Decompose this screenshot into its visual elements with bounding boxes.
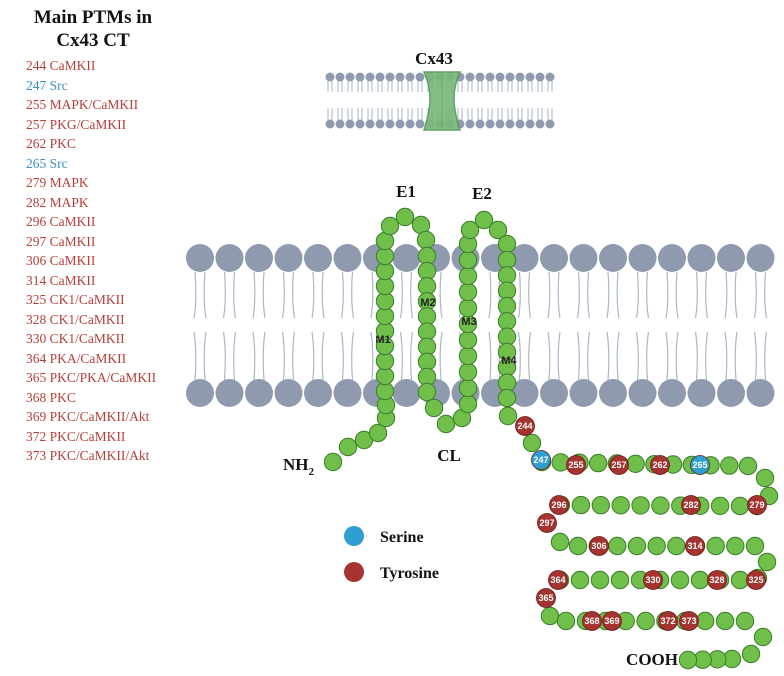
ptm-list-item: 314 CaMKII xyxy=(26,272,96,288)
ptm-residue-number: 279 xyxy=(749,500,764,510)
ptm-residue-marker xyxy=(679,611,699,631)
cx43-residue-chain: 244 247 255 257 262 265 279 296 297 282 306 314 325 3… xyxy=(323,207,779,670)
ptm-residue-marker xyxy=(531,450,551,470)
lipid-bilayer xyxy=(186,244,775,407)
ptm-residue-number: 314 xyxy=(687,541,702,551)
ptm-residue-number: 282 xyxy=(683,500,698,510)
ptm-residue-marker xyxy=(515,416,535,436)
ptm-residue-number: 262 xyxy=(652,460,667,470)
cooh-terminus-label: COOH xyxy=(626,650,678,669)
ptm-residue-marker xyxy=(566,455,586,475)
e1-loop-label: E1 xyxy=(396,182,416,201)
legend-tyrosine-label: Tyrosine xyxy=(380,565,439,582)
ptm-list-item: 373 PKC/CaMKII/Akt xyxy=(26,448,150,463)
ptm-list-item: 247 Src xyxy=(26,77,68,93)
ptm-residue-number: 296 xyxy=(551,500,566,510)
ptm-list-item: 279 MAPK xyxy=(26,175,89,190)
legend-serine-swatch xyxy=(344,526,364,546)
ptm-residue-marker xyxy=(609,455,629,475)
ptm-residue-marker xyxy=(690,455,710,475)
ptm-list-item: 369 PKC/CaMKII/Akt xyxy=(26,409,150,424)
e2-loop-label: E2 xyxy=(472,184,492,203)
ptm-residue-marker xyxy=(747,495,767,515)
nh2-terminus-label: NH2 xyxy=(283,455,315,478)
ptm-residue-marker xyxy=(589,536,609,556)
ptm-residue-number: 306 xyxy=(591,541,606,551)
ptm-residue-number: 369 xyxy=(604,616,619,626)
ptm-residue-marker xyxy=(685,536,705,556)
ptm-residue-marker xyxy=(548,570,568,590)
ptm-list-item: 364 PKA/CaMKII xyxy=(26,350,127,366)
ptm-residue-marker xyxy=(582,611,602,631)
ptm-residue-number: 255 xyxy=(568,460,583,470)
ptm-list: 244 CaMKII 247 Src 255 MAPK/CaMKII 257 PKG/… xyxy=(26,56,156,466)
ptm-list-item: 282 MAPK xyxy=(26,194,89,210)
title-line-2: Cx43 CT xyxy=(56,30,130,51)
legend-tyrosine-swatch xyxy=(344,562,364,582)
ptm-residue-number: 364 xyxy=(550,575,565,585)
ptm-list-item: 257 PKG/CaMKII xyxy=(26,116,127,132)
ptm-residue-number: 372 xyxy=(660,616,675,626)
ptm-residue-number: 373 xyxy=(681,616,696,626)
ptm-residue-marker xyxy=(658,611,678,631)
ptm-list-item: 325 CK1/CaMKII xyxy=(26,292,125,307)
ptm-list-item: 262 PKC xyxy=(26,136,76,151)
ptm-residue-number: 325 xyxy=(748,575,763,585)
ptm-residue-number: 244 xyxy=(517,421,532,431)
ptm-list-item: 365 PKC/PKA/CaMKII xyxy=(26,370,157,385)
connexon-channel-icon xyxy=(422,71,462,131)
ptm-list-item: 244 CaMKII xyxy=(26,58,96,73)
ptm-list-item: 328 CK1/CaMKII xyxy=(26,311,125,327)
ptm-list-item: 265 Src xyxy=(26,155,68,171)
ptm-residue-number: 365 xyxy=(538,593,553,603)
ptm-residue-marker xyxy=(602,611,622,631)
ptm-residue-number: 297 xyxy=(539,518,554,528)
ptm-list-item: 372 PKC/CaMKII xyxy=(26,428,126,444)
legend: Serine Tyrosine xyxy=(344,526,439,582)
ptm-residue-number: 257 xyxy=(611,460,626,470)
ptm-list-item: 297 CaMKII xyxy=(26,233,96,249)
legend-serine-label: Serine xyxy=(380,529,424,546)
ptm-residue-number: 247 xyxy=(533,455,548,465)
ptm-residue-marker xyxy=(707,570,727,590)
ptm-residue-marker xyxy=(537,513,557,533)
m3-segment-label: M3 xyxy=(461,316,476,328)
ptm-list-item: 296 CaMKII xyxy=(26,214,96,229)
ptm-list-item: 330 CK1/CaMKII xyxy=(26,331,125,346)
ptm-residue-number: 368 xyxy=(584,616,599,626)
m1-segment-label: M1 xyxy=(375,334,390,346)
ptm-residue-number: 265 xyxy=(692,460,707,470)
ptm-residue-marker xyxy=(650,455,670,475)
ptm-residue-marker xyxy=(549,495,569,515)
ptm-residue-marker xyxy=(536,588,556,608)
title-line-1: Main PTMs in xyxy=(33,7,153,28)
ptm-list-item: 306 CaMKII xyxy=(26,253,96,268)
ptm-residue-marker xyxy=(643,570,663,590)
m2-segment-label: M2 xyxy=(420,297,435,309)
ptm-residue-marker xyxy=(681,495,701,515)
cx43-label: Cx43 xyxy=(415,49,453,68)
ptm-residue-number: 328 xyxy=(709,575,724,585)
ptm-residue-marker xyxy=(746,570,766,590)
ptm-list-item: 368 PKC xyxy=(26,389,76,405)
m4-segment-label: M4 xyxy=(501,355,517,367)
nh2-text: NH xyxy=(283,455,309,474)
nh2-subscript: 2 xyxy=(309,466,315,478)
ptm-list-title: Main PTMs in Cx43 CT xyxy=(8,6,178,52)
modified-residues: 244 247 255 257 262 265 279 296 297 282 306 314 325 3… xyxy=(515,416,767,631)
cl-loop-label: CL xyxy=(437,446,461,465)
ptm-list-item: 255 MAPK/CaMKII xyxy=(26,97,139,112)
ptm-residue-number: 330 xyxy=(645,575,660,585)
